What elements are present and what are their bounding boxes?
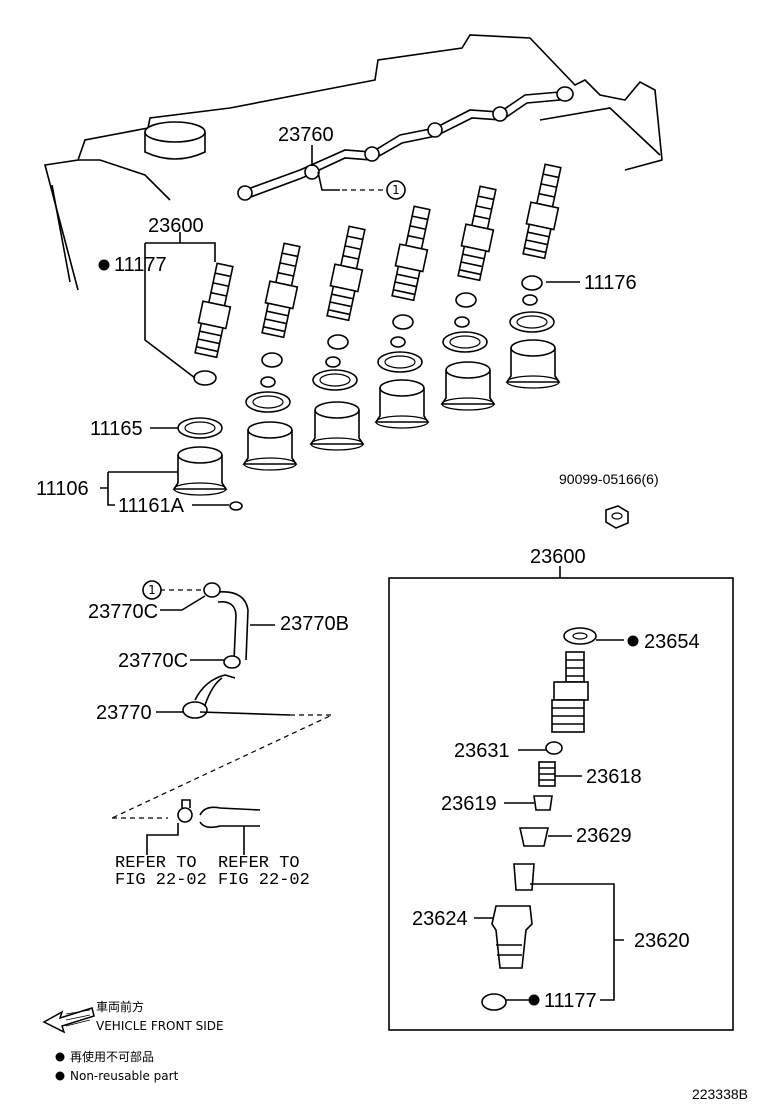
callout-11177-top: 11177	[114, 254, 167, 276]
top-leader-lines	[100, 145, 580, 506]
callout-23600-top: 23600	[148, 215, 204, 237]
nozzle-holders-row	[194, 163, 562, 359]
callout-23770C-upper: 23770C	[88, 601, 158, 623]
ref-marker-1-top: 1	[386, 180, 406, 200]
callout-90099: 90099-05166(6)	[559, 471, 659, 487]
callout-23624: 23624	[412, 908, 468, 930]
callout-23654: 23654	[644, 631, 700, 653]
callout-11177-box: 11177	[544, 990, 597, 1012]
hose-assembly	[111, 582, 333, 855]
callout-23600-box: 23600	[530, 546, 586, 568]
part-callouts: 23760 23600 11177 11176 11165 11106 1116…	[36, 124, 700, 1012]
refer-note-left-line1: REFER TO	[115, 854, 197, 873]
figure-code: 223338B	[692, 1086, 748, 1102]
callout-23629: 23629	[576, 825, 632, 847]
callout-23770: 23770	[96, 702, 152, 724]
non-reusable-dot-icon	[55, 1071, 65, 1081]
callout-11165: 11165	[90, 418, 143, 440]
refer-note-right-line2: FIG 22-02	[218, 871, 310, 890]
refer-note-left-line2: FIG 22-02	[115, 871, 207, 890]
engine-head-outline	[43, 34, 663, 291]
callout-23770B: 23770B	[280, 613, 349, 635]
front-label-jp: 車両前方	[96, 999, 144, 1014]
front-arrow-icon	[42, 1007, 95, 1034]
callout-11161A: 11161A	[118, 495, 185, 517]
callout-23618: 23618	[586, 766, 642, 788]
callout-23770C-lower: 23770C	[118, 650, 188, 672]
ref-marker-1-hose: 1	[142, 580, 162, 600]
callout-23619: 23619	[441, 793, 497, 815]
refer-notes: REFER TO FIG 22-02 REFER TO FIG 22-02	[115, 854, 310, 890]
non-reusable-dot-icon	[528, 994, 540, 1006]
ref-marker-text: 1	[392, 183, 400, 197]
fuel-return-pipe	[237, 86, 574, 201]
callout-23620: 23620	[634, 930, 690, 952]
callout-23760: 23760	[278, 124, 334, 146]
non-reusable-markers	[55, 259, 639, 1081]
ref-marker-text: 1	[148, 583, 156, 597]
legend: 車両前方 VEHICLE FRONT SIDE 再使用不可部品 Non-reus…	[42, 999, 224, 1083]
refer-note-right-line1: REFER TO	[218, 854, 300, 873]
callout-23631: 23631	[454, 740, 510, 762]
nozzle-detail-box	[388, 566, 734, 1031]
callout-11106: 11106	[36, 478, 89, 500]
non-reusable-dot-icon	[98, 259, 110, 271]
front-label-en: VEHICLE FRONT SIDE	[96, 1019, 224, 1033]
nonreuse-label-jp: 再使用不可部品	[70, 1049, 154, 1064]
nonreuse-label-en: Non-reusable part	[70, 1069, 179, 1083]
washers-gaskets-sleeves	[172, 275, 629, 529]
non-reusable-dot-icon	[55, 1052, 65, 1062]
callout-11176: 11176	[584, 272, 637, 294]
non-reusable-dot-icon	[627, 635, 639, 647]
